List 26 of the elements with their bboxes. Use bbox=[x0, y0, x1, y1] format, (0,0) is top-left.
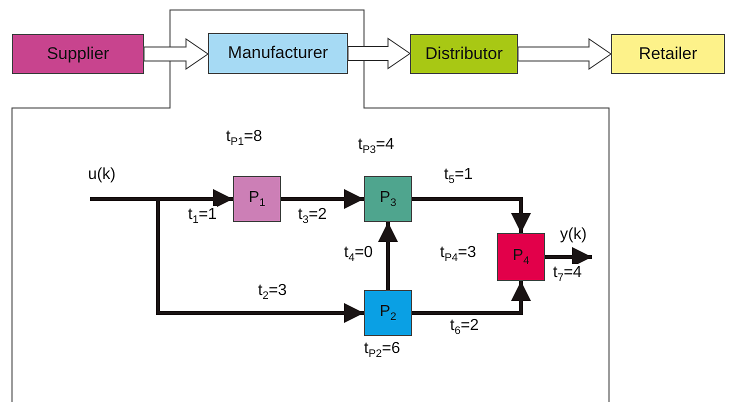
arrow bbox=[412, 281, 531, 315]
time-label: t$_{P4}$=3 bbox=[440, 244, 476, 264]
hollow-arrow bbox=[518, 38, 612, 70]
signal-label: u(k) bbox=[88, 166, 128, 199]
arrow bbox=[545, 247, 592, 267]
edge-label: t$_{3}$=2 bbox=[298, 206, 327, 226]
signal-label: y(k) bbox=[560, 226, 600, 257]
process-box: Supplier bbox=[12, 34, 144, 74]
time-label: t$_{P1}$=8 bbox=[226, 128, 262, 148]
hollow-arrow bbox=[144, 38, 209, 70]
arrow bbox=[281, 189, 364, 209]
time-label: t$_{P2}$=6 bbox=[364, 340, 400, 360]
edge-label: t$_{6}$=2 bbox=[450, 317, 479, 338]
arrow bbox=[90, 197, 364, 323]
process-box: Manufacturer bbox=[208, 33, 348, 74]
process-box: Distributor bbox=[410, 34, 518, 74]
time-label: t$_{P3}$=4 bbox=[358, 136, 394, 156]
hollow-arrow bbox=[348, 38, 411, 70]
arrow bbox=[412, 197, 531, 233]
process-box: P$_{1}$ bbox=[233, 176, 281, 222]
arrow bbox=[378, 222, 398, 290]
process-box: P$_{3}$ bbox=[364, 176, 412, 222]
edge-label: t$_{5}$=1 bbox=[444, 166, 473, 186]
process-box: Retailer bbox=[611, 34, 725, 74]
process-box: P$_{2}$ bbox=[364, 290, 412, 336]
process-box: P$_{4}$ bbox=[497, 233, 545, 281]
